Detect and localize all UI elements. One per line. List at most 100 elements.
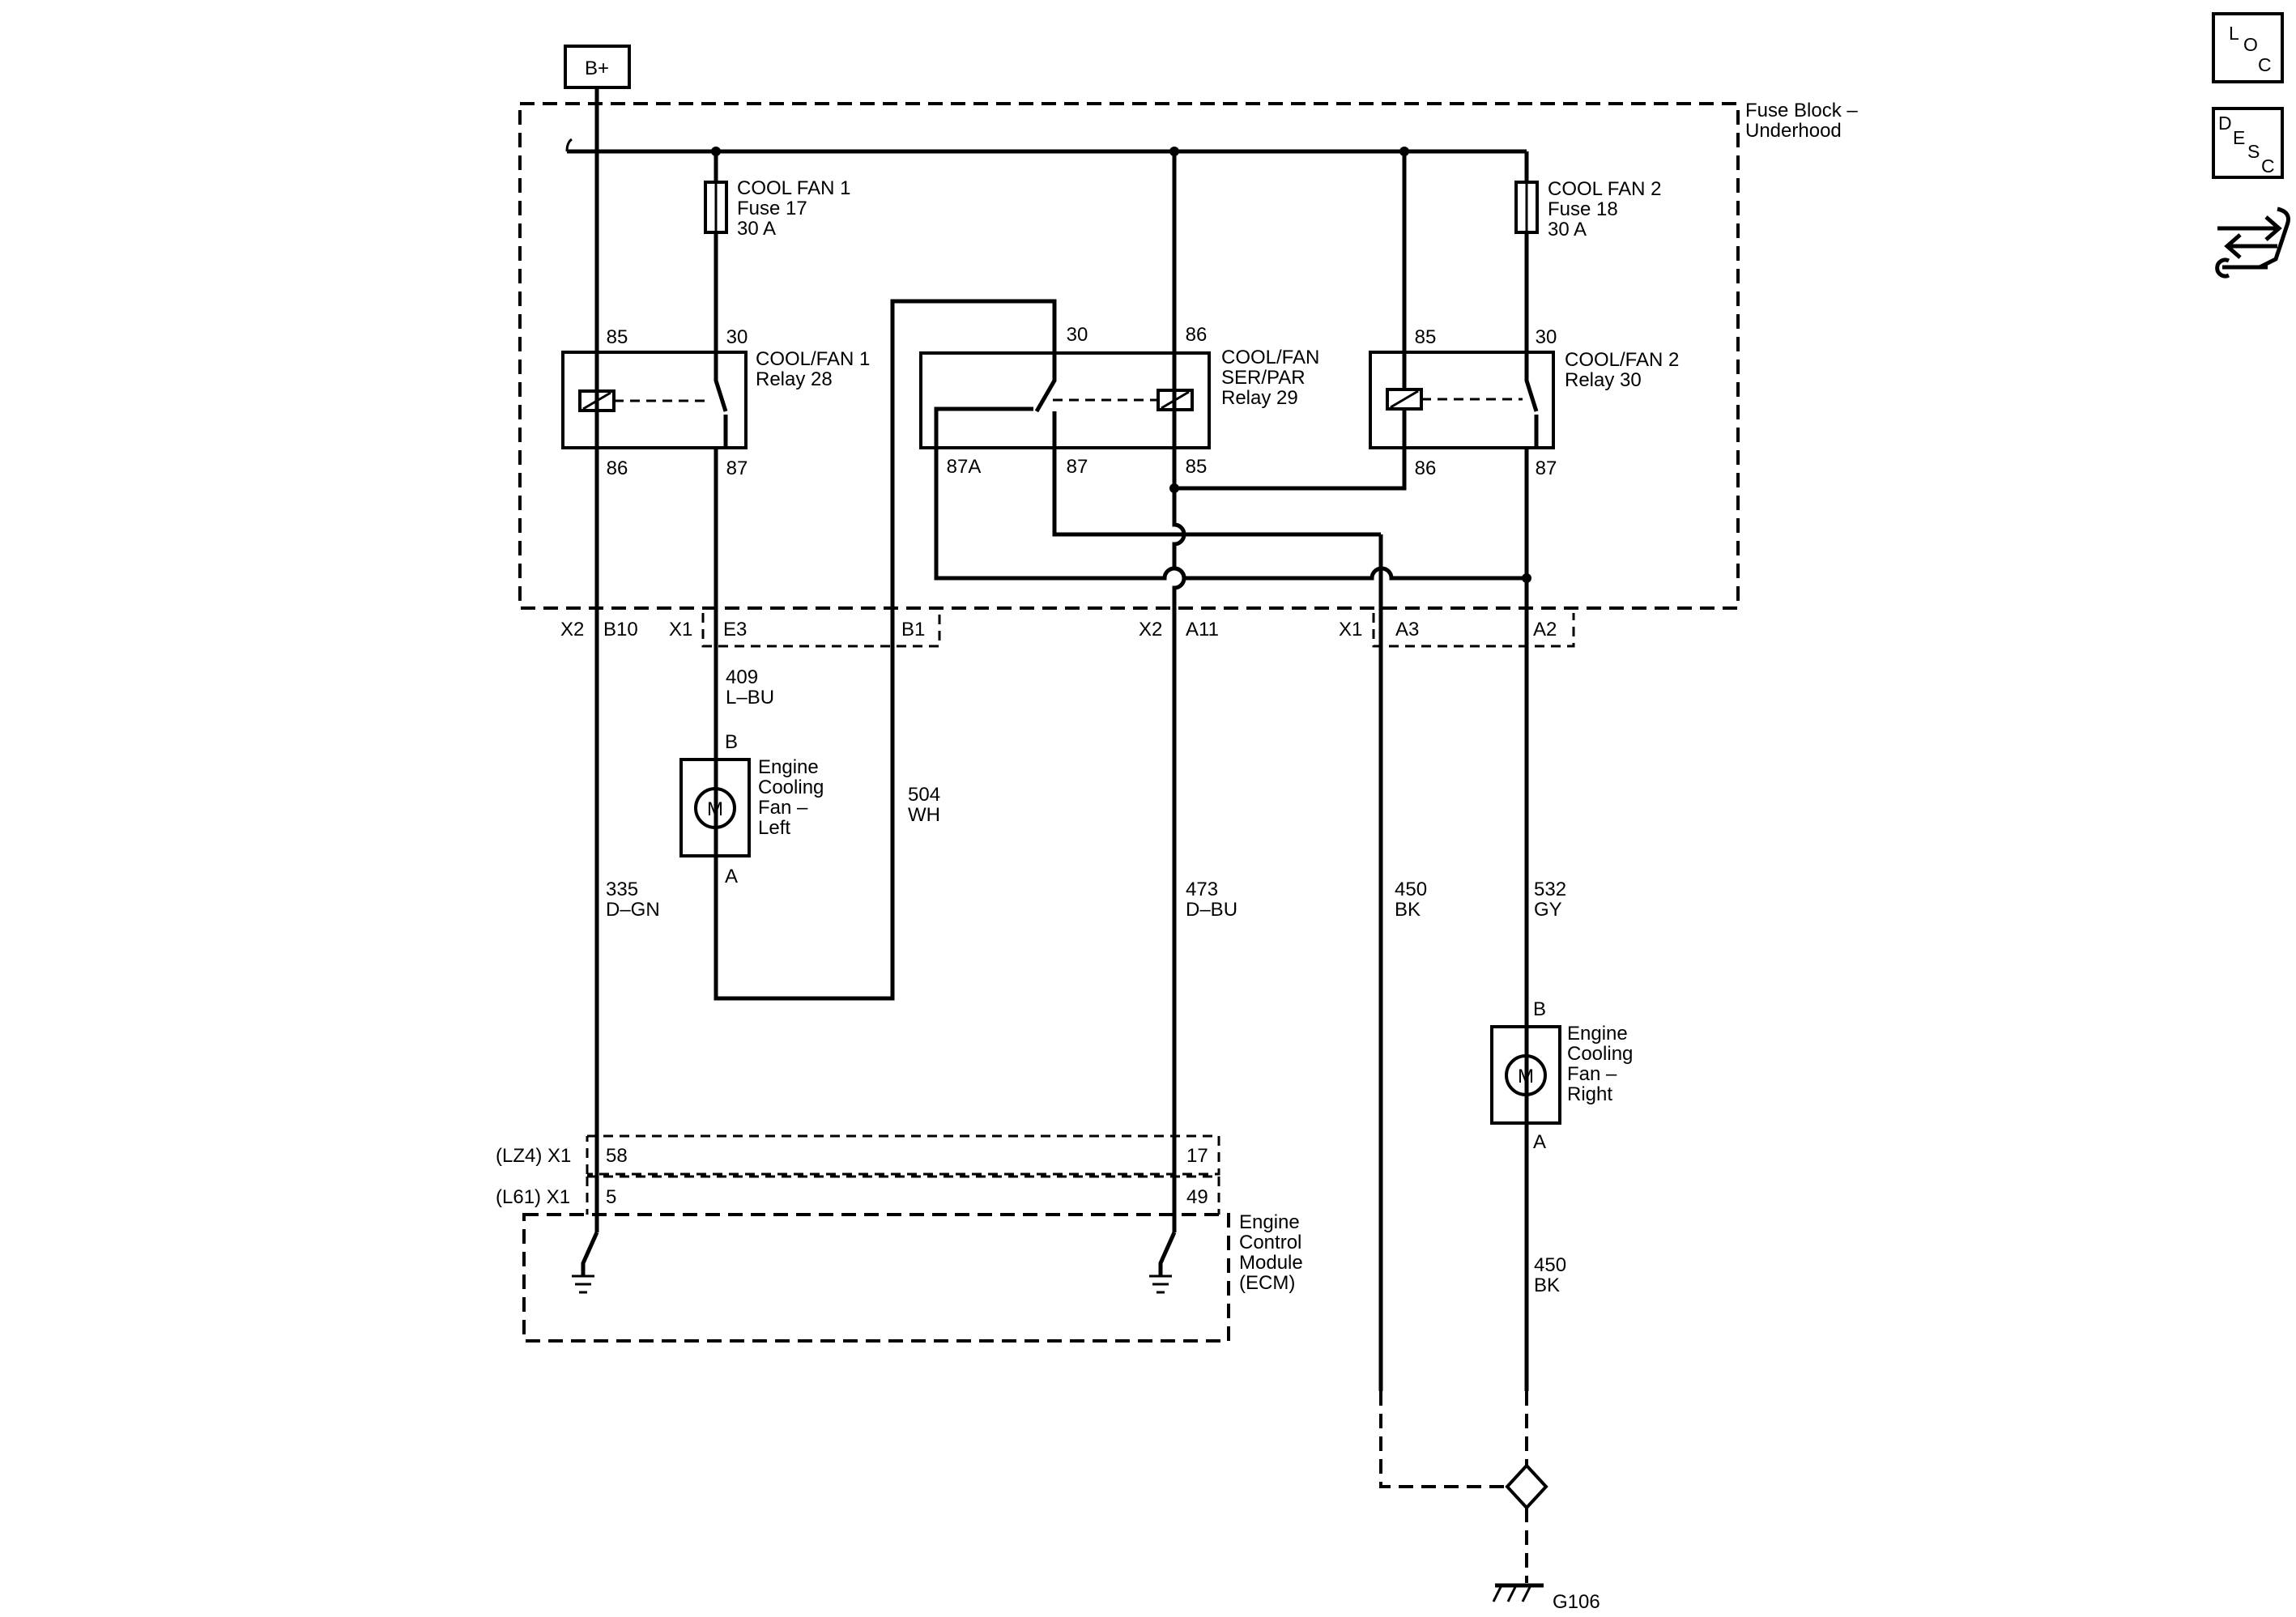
relay-28-name: COOL/FAN 1: [756, 348, 870, 370]
ecm-pin-49: 49: [1186, 1186, 1208, 1208]
fuse-17-rating: 30 A: [737, 218, 776, 240]
relay-30-pin-87: 87: [1536, 457, 1557, 479]
fan-right-pin-b: B: [1533, 998, 1546, 1020]
desc-button[interactable]: D E S C: [2212, 107, 2284, 179]
fan-left-label-3: Fan –: [758, 797, 808, 819]
wire-450-lower-color: BK: [1534, 1274, 1560, 1296]
relay-29-name-line2: SER/PAR: [1221, 367, 1306, 389]
fan-right-label-1: Engine: [1567, 1023, 1628, 1045]
relay-30-pin-30: 30: [1536, 326, 1557, 348]
connector-x2-mid: X2: [1139, 619, 1162, 640]
desc-letter-e: E: [2233, 127, 2245, 148]
loc-letter-c: C: [2258, 54, 2272, 75]
relay-28-pin-87: 87: [726, 457, 748, 479]
connector-x2-left: X2: [560, 619, 584, 640]
wire-335-color: D–GN: [606, 899, 660, 921]
engine-control-module: (LZ4) X1 (L61) X1 58 17 5 49 Engine Cont…: [496, 1134, 1303, 1343]
fuse-block-title: Fuse Block –: [1745, 100, 1858, 121]
battery-positive-terminal: B+: [564, 45, 631, 89]
desc-letter-s: S: [2247, 141, 2260, 162]
connector-a11: A11: [1186, 619, 1219, 640]
desc-letter-c: C: [2261, 155, 2275, 177]
loc-button[interactable]: L O C: [2212, 12, 2284, 83]
connector-b1: B1: [901, 619, 925, 640]
ground-g106: G106: [1379, 1391, 1600, 1613]
fan-right-pin-a: A: [1533, 1131, 1546, 1153]
desc-letter-d: D: [2218, 113, 2232, 134]
relay-29-name-line1: COOL/FAN: [1221, 347, 1319, 368]
relay-29: 30 86 87A 87 85 COOL/FAN SER/PAR Relay 2…: [714, 151, 1407, 1001]
connector-a2: A2: [1533, 619, 1557, 640]
fuse-18-name: COOL FAN 2: [1548, 178, 1661, 200]
relay-28-pin-86: 86: [607, 457, 628, 479]
relay-29-pin-87a: 87A: [947, 456, 982, 478]
fuse-block-connectors: X2 B10 X1 E3 B1 X2 A11 X1 A3 A2: [560, 613, 1575, 648]
fan-right-motor-symbol: M: [1518, 1066, 1534, 1087]
fan-left-motor-symbol: M: [707, 798, 723, 820]
relay-28-pin-85: 85: [607, 326, 628, 348]
internal-crossover-wires: [594, 448, 1531, 1391]
fuse-17-name: COOL FAN 1: [737, 177, 850, 199]
fan-left-pin-a: A: [725, 866, 738, 887]
fan-right-label-4: Right: [1567, 1083, 1612, 1105]
relay-30-pin-85: 85: [1415, 326, 1437, 348]
ecm-connector-l61: (L61) X1: [496, 1186, 570, 1208]
ecm-pin-17: 17: [1186, 1145, 1208, 1167]
power-label: B+: [585, 57, 609, 79]
fan-right-label-2: Cooling: [1567, 1043, 1633, 1065]
relay-29-pin-85: 85: [1186, 456, 1208, 478]
ecm-connector-lz4: (LZ4) X1: [496, 1145, 571, 1167]
fuse-17: COOL FAN 1 Fuse 17 30 A: [704, 151, 850, 356]
fan-left-pin-b: B: [725, 731, 738, 753]
fan-left-label-2: Cooling: [758, 777, 824, 798]
relay-29-pin-86: 86: [1186, 324, 1208, 346]
wire-504-color: WH: [908, 804, 940, 826]
fuse-block-subtitle: Underhood: [1745, 120, 1842, 142]
troubleshooting-tool-icon[interactable]: [2215, 206, 2290, 279]
fuse-17-number: Fuse 17: [737, 198, 807, 219]
loc-letter-l: L: [2229, 23, 2239, 44]
ecm-pin-58: 58: [606, 1145, 628, 1167]
engine-cooling-fan-left: M B A Engine Cooling Fan – Left: [679, 731, 824, 887]
wire-409-number: 409: [726, 666, 758, 688]
connector-b10: B10: [603, 619, 638, 640]
wire-473-number: 473: [1186, 879, 1218, 900]
relay-29-pin-87: 87: [1067, 456, 1088, 478]
connector-x1-left: X1: [669, 619, 692, 640]
fan-left-label-1: Engine: [758, 756, 819, 778]
connector-e3: E3: [723, 619, 747, 640]
wire-335-number: 335: [606, 879, 638, 900]
relay-28: 85 30 86 87 COOL/FAN 1 Relay 28: [561, 326, 870, 608]
wire-504-number: 504: [908, 784, 940, 806]
relay-30: 85 30 86 87 COOL/FAN 2 Relay 30: [1369, 151, 1679, 1391]
connector-a3: A3: [1395, 619, 1419, 640]
connector-x1-right: X1: [1339, 619, 1362, 640]
relay-29-pin-30: 30: [1067, 324, 1088, 346]
fuse-18: COOL FAN 2 Fuse 18 30 A: [1514, 151, 1661, 356]
wire-450-number: 450: [1395, 879, 1427, 900]
wire-labels: 409 L–BU 504 WH 335 D–GN 473 D–BU 450 BK…: [606, 666, 1566, 1296]
ecm-label-3: Module: [1239, 1252, 1303, 1274]
wire-532-color: GY: [1534, 899, 1562, 921]
relay-28-pin-30: 30: [726, 326, 748, 348]
relay-29-number: Relay 29: [1221, 387, 1298, 409]
fan-right-label-3: Fan –: [1567, 1063, 1617, 1085]
wire-532-number: 532: [1534, 879, 1566, 900]
wire-409-color: L–BU: [726, 687, 774, 709]
relay-30-pin-86: 86: [1415, 457, 1437, 479]
relay-28-number: Relay 28: [756, 368, 833, 390]
wire-450-lower-number: 450: [1534, 1254, 1566, 1276]
wire-473-color: D–BU: [1186, 899, 1237, 921]
loc-letter-o: O: [2243, 34, 2258, 55]
relay-30-name: COOL/FAN 2: [1565, 349, 1679, 371]
fan-left-label-4: Left: [758, 817, 790, 839]
engine-cooling-fan-right: M B A Engine Cooling Fan – Right: [1490, 998, 1633, 1153]
ecm-pin-5: 5: [606, 1186, 616, 1208]
ground-label: G106: [1553, 1591, 1600, 1613]
ecm-label-1: Engine: [1239, 1211, 1300, 1233]
wire-450-color: BK: [1395, 899, 1421, 921]
ecm-label-2: Control: [1239, 1232, 1301, 1253]
relay-30-number: Relay 30: [1565, 369, 1642, 391]
ecm-label-4: (ECM): [1239, 1272, 1295, 1294]
